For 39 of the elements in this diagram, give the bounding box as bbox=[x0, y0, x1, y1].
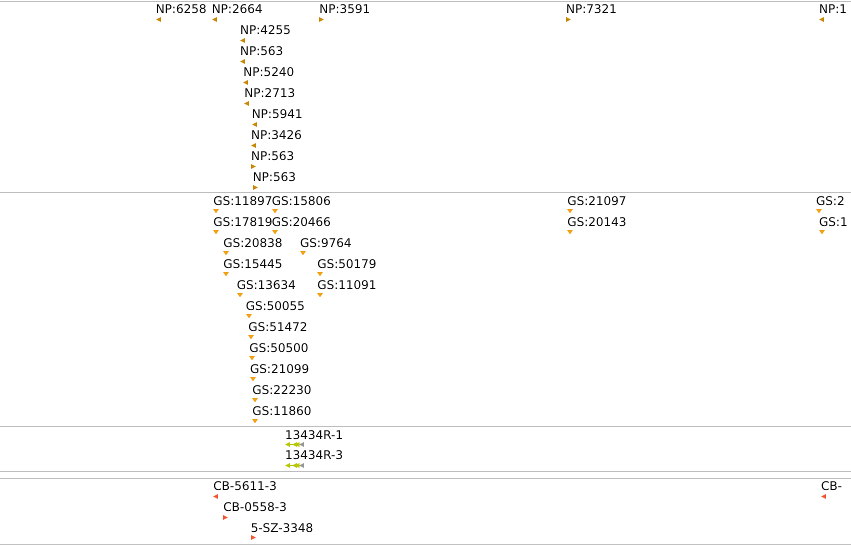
feature-label: GS:50179 bbox=[317, 257, 376, 272]
feature-label: GS:20838 bbox=[223, 236, 282, 250]
feature-label: GS:15445 bbox=[223, 257, 282, 272]
feature-label: NP:563 bbox=[251, 149, 294, 164]
feature-label: GS:11897 bbox=[213, 194, 272, 208]
feature-label: CB-5611-3 bbox=[213, 479, 277, 494]
feature-label: GS:20143 bbox=[567, 215, 626, 230]
feature-label: NP:1 bbox=[819, 2, 847, 16]
feature-label: NP:2664 bbox=[212, 2, 262, 16]
feature-label: GS:1 bbox=[819, 215, 848, 230]
feature-label: GS:9764 bbox=[300, 236, 352, 250]
feature-label: NP:4255 bbox=[240, 23, 291, 38]
feature-label: NP:3426 bbox=[251, 128, 302, 142]
feature-label: GS:20466 bbox=[272, 215, 331, 230]
feature-label: GS:13634 bbox=[236, 278, 296, 292]
feature-label: GS:15806 bbox=[272, 194, 331, 208]
feature-label: NP:6258 bbox=[156, 2, 206, 16]
feature-label: GS:2 bbox=[816, 194, 845, 208]
feature-label: NP:563 bbox=[252, 170, 296, 184]
feature-label: NP:2713 bbox=[244, 86, 296, 100]
feature-label: GS:11091 bbox=[317, 278, 376, 292]
feature-label: 5-SZ-3348 bbox=[250, 521, 314, 535]
feature-label: 13434R-1 bbox=[285, 428, 343, 442]
feature-label: NP:5240 bbox=[243, 65, 294, 80]
feature-label: 13434R-3 bbox=[285, 448, 343, 462]
feature-label: GS:22230 bbox=[252, 383, 312, 398]
feature-label: GS:21099 bbox=[250, 362, 310, 376]
feature-label: NP:5941 bbox=[252, 107, 302, 122]
feature-label: GS:51472 bbox=[248, 320, 308, 334]
feature-label: GS:17819 bbox=[213, 215, 272, 230]
feature-label: GS:50500 bbox=[249, 341, 308, 356]
feature-label: NP:7321 bbox=[566, 2, 617, 16]
feature-label: GS:21097 bbox=[567, 194, 626, 208]
feature-label: CB- bbox=[821, 479, 842, 494]
feature-label: GS:11860 bbox=[252, 404, 312, 418]
feature-label: CB-0558-3 bbox=[223, 500, 287, 514]
feature-label: NP:563 bbox=[240, 44, 284, 58]
feature-label: GS:50055 bbox=[246, 299, 305, 314]
feature-label: NP:3591 bbox=[319, 2, 370, 16]
